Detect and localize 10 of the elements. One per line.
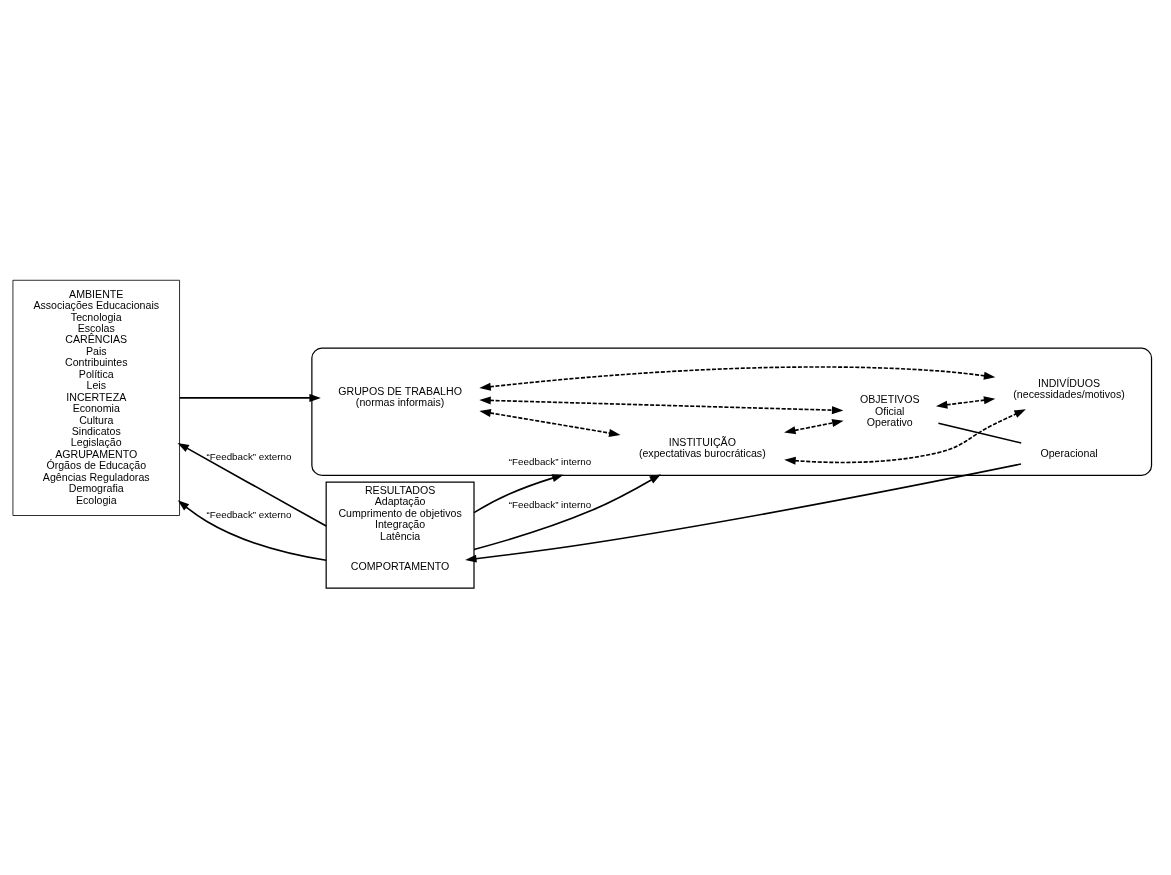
edge-label: “Feedback” interno: [508, 456, 592, 468]
node-text: INDIVÍDUOS (necessidades/motivos): [1013, 376, 1125, 401]
edge-label: “Feedback” externo: [206, 509, 292, 521]
node-text: COMPORTAMENTO: [350, 559, 450, 572]
node-text: INSTITUIÇÃO (expectativas burocráticas): [638, 435, 766, 460]
node-text: GRUPOS DE TRABALHO (normas informais): [338, 384, 462, 409]
node-text: Operacional: [1040, 447, 1098, 460]
edge-label: “Feedback” interno: [508, 498, 592, 510]
node-text: OBJETIVOS Oficial Operativo: [859, 393, 920, 428]
edge-label: “Feedback” externo: [206, 450, 292, 462]
